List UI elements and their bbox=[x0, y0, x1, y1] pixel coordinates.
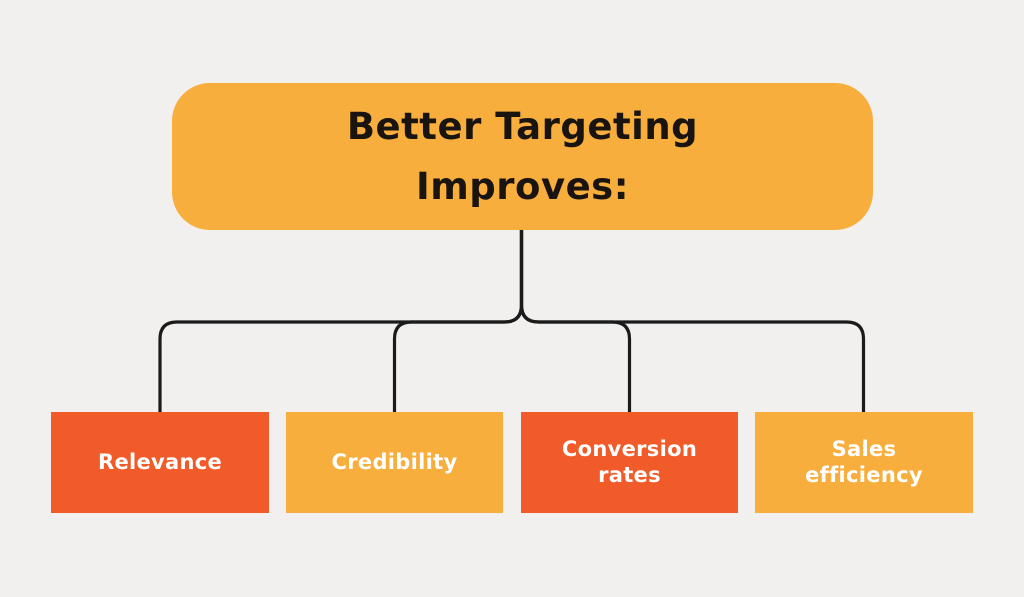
connector-root-to-conversion-rates bbox=[519, 230, 632, 412]
child-node-conversion-rates: Conversion rates bbox=[521, 412, 738, 513]
root-node-better-targeting: Better Targeting Improves: bbox=[172, 83, 873, 230]
child-node-label: Sales efficiency bbox=[805, 437, 923, 487]
child-node-label: Relevance bbox=[97, 449, 223, 474]
connector-root-to-sales-efficiency bbox=[519, 230, 866, 412]
connector-root-to-relevance bbox=[158, 230, 524, 412]
child-node-relevance: Relevance bbox=[51, 412, 269, 513]
connector-root-to-credibility bbox=[392, 230, 524, 412]
child-node-label: Conversion rates bbox=[561, 437, 698, 487]
root-title-line-1: Better Targeting bbox=[346, 104, 699, 148]
child-node-sales-efficiency: Sales efficiency bbox=[755, 412, 973, 513]
child-node-credibility: Credibility bbox=[286, 412, 503, 513]
child-node-label: Credibility bbox=[331, 449, 458, 474]
root-title-line-2: Improves: bbox=[415, 164, 629, 208]
